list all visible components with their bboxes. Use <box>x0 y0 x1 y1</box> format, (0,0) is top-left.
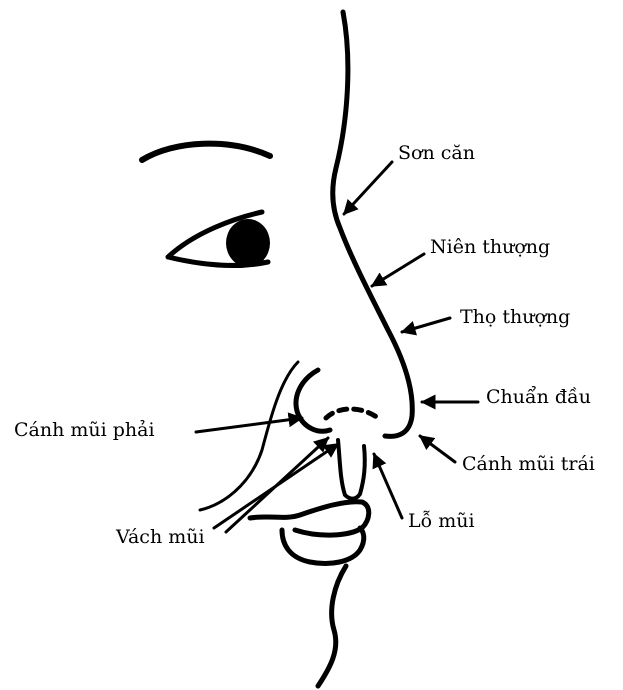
eye-pupil <box>226 219 270 267</box>
arrow-tho-thuong <box>402 318 450 332</box>
nose-profile-line <box>333 12 412 436</box>
columella-line <box>338 440 365 499</box>
arrow-son-can <box>344 162 392 214</box>
arrow-lo-mui <box>374 454 402 518</box>
right-ala-line <box>296 370 330 431</box>
label-canh-mui-trai: Cánh mũi trái <box>462 455 595 474</box>
nostril-dotted-arc <box>326 409 378 418</box>
arrow-canh-mui-trai <box>420 436 455 462</box>
label-nien-thuong: Niên thượng <box>430 238 550 257</box>
cheek-line <box>200 362 298 510</box>
eyebrow-line <box>142 144 270 160</box>
label-chuan-dau: Chuẩn đầu <box>486 388 591 407</box>
label-vach-mui: Vách mũi <box>116 528 205 547</box>
label-lo-mui: Lỗ mũi <box>408 512 475 531</box>
chin-line <box>318 566 346 686</box>
label-tho-thuong: Thọ thượng <box>460 308 570 327</box>
arrow-canh-mui-phai <box>196 418 302 432</box>
upper-lip-line <box>250 502 369 535</box>
label-canh-mui-phai: Cánh mũi phải <box>14 421 155 440</box>
arrow-nien-thuong <box>372 254 424 286</box>
label-son-can: Sơn căn <box>398 144 475 163</box>
